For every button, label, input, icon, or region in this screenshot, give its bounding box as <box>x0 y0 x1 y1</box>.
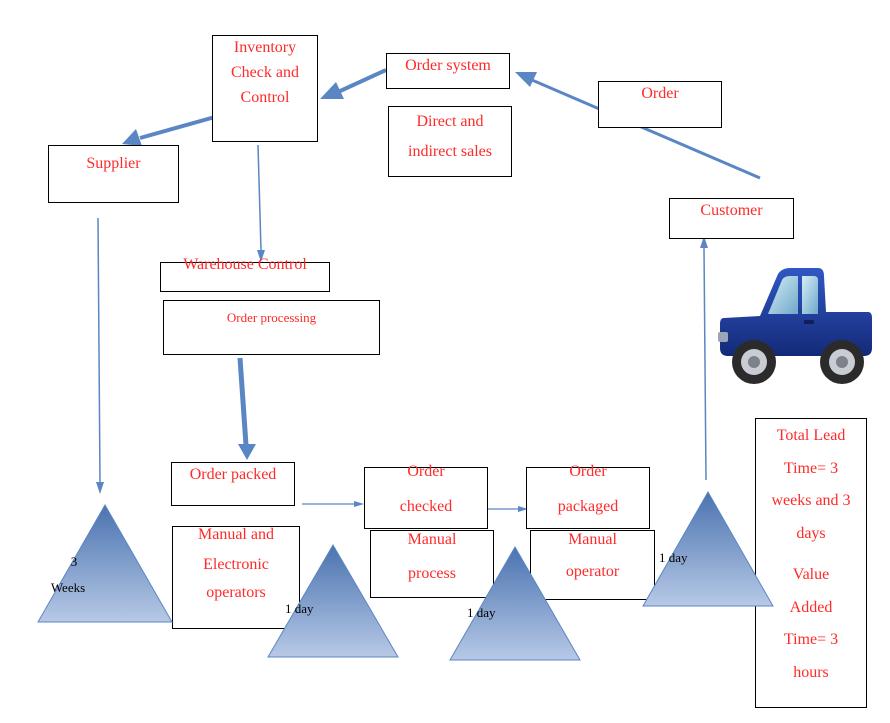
pickup-truck-icon <box>718 268 872 384</box>
order-processing-box: Order processing <box>163 300 380 355</box>
lead-time-box: Total Lead Time= 3 weeks and 3 days Valu… <box>755 418 867 708</box>
inventory-triangle-icon <box>37 503 173 623</box>
triangle-label-day-4: 1 day <box>659 550 688 565</box>
arrow-up-to-customer <box>703 247 707 481</box>
customer-box: Customer <box>669 198 794 239</box>
arrowhead-checked-to-packaged <box>518 506 528 512</box>
arrow-inventory-to-supplier <box>139 113 223 140</box>
order-packed-box: Order packed <box>171 462 295 506</box>
arrow-supplier-down <box>97 217 101 483</box>
arrowhead-up-to-customer <box>700 236 708 248</box>
arrowhead-packed-to-checked <box>354 501 364 507</box>
arrowhead-ordersystem-to-inventory <box>320 82 344 99</box>
order-packaged-box: Order packaged <box>526 463 650 529</box>
triangle-label-day-2: 1 day <box>285 601 314 616</box>
direct-sales-box: Direct and indirect sales <box>388 106 512 177</box>
arrowhead-inventory-to-supplier <box>122 129 142 146</box>
arrowhead-customer-to-ordersystem <box>515 72 537 87</box>
inventory-check-box: Inventory Check and Control <box>212 35 318 142</box>
arrow-customer-to-ordersystem <box>531 78 761 180</box>
arrowhead-supplier-down <box>96 482 104 494</box>
triangle-label-day-3: 1 day <box>467 605 496 620</box>
order-box: Order <box>598 81 722 128</box>
triangle-label-weeks: 3 Weeks <box>50 554 86 595</box>
order-system-box: Order system <box>386 53 510 89</box>
supplier-box: Supplier <box>48 145 179 203</box>
manual-process-box: Manual process <box>370 530 494 598</box>
inventory-triangle-icon <box>642 490 774 607</box>
manual-electronic-box: Manual and Electronic operators <box>172 526 300 629</box>
arrowhead-inventory-to-warehouse <box>257 250 265 262</box>
inventory-triangle-icon <box>449 545 581 661</box>
warehouse-control-box: Warehouse Control <box>160 257 330 292</box>
arrow-inventory-to-warehouse <box>257 144 262 251</box>
arrow-ordersystem-to-inventory <box>337 68 387 94</box>
inventory-triangle-icon <box>267 544 399 658</box>
manual-operator-box: Manual operator <box>530 530 655 600</box>
order-checked-box: Order checked <box>364 463 488 529</box>
arrowhead-processing-to-packed <box>238 444 256 460</box>
arrow-processing-to-packed <box>237 357 249 446</box>
